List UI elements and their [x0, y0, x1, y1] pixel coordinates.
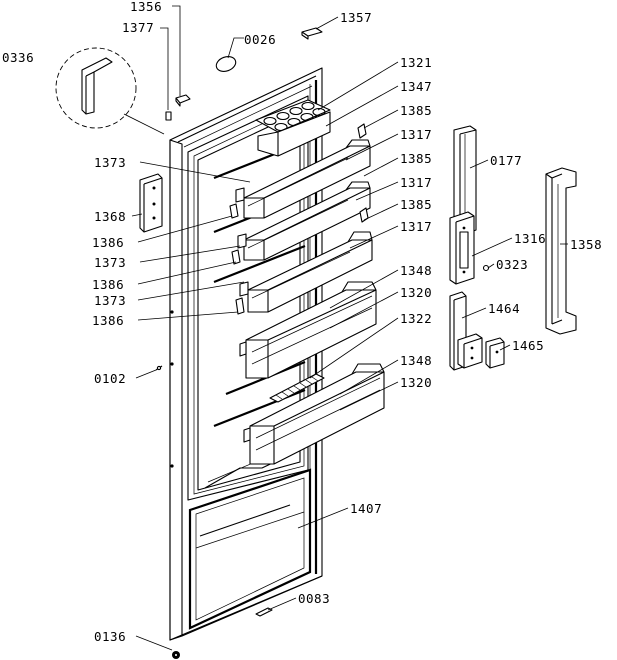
- label-1386-a: 1386: [92, 235, 124, 250]
- label-1358: 1358: [570, 237, 602, 252]
- part-1316-handle-bracket: [449, 211, 475, 285]
- label-1385-b: 1385: [400, 151, 432, 166]
- label-1317-a: 1317: [400, 127, 432, 142]
- label-1348-a: 1348: [400, 263, 432, 278]
- part-1464-lower-handle: [449, 291, 483, 371]
- part-0102-screw: [155, 365, 163, 371]
- label-1386-c: 1386: [92, 313, 124, 328]
- bottle-shelf-lower: [243, 363, 385, 465]
- part-1357-top-cap: [301, 27, 323, 40]
- label-1320-b: 1320: [400, 375, 432, 390]
- label-1373-b: 1373: [94, 255, 126, 270]
- part-1322-bottle-rack: [269, 373, 325, 403]
- label-1322: 1322: [400, 311, 432, 326]
- label-1373-c: 1373: [94, 293, 126, 308]
- label-1356: 1356: [130, 0, 162, 14]
- label-1316: 1316: [514, 231, 546, 246]
- label-1386-b: 1386: [92, 277, 124, 292]
- part-number-labels: 1356 1377 0336 0026 1357 1321 1347 1385 …: [2, 0, 602, 644]
- label-1317-c: 1317: [400, 219, 432, 234]
- part-0026-sticker: [215, 56, 237, 72]
- label-1357: 1357: [340, 10, 372, 25]
- label-0026: 0026: [244, 32, 276, 47]
- part-1358-long-handle: [545, 167, 577, 335]
- label-1368: 1368: [94, 209, 126, 224]
- label-0136: 0136: [94, 629, 126, 644]
- label-1373-a: 1373: [94, 155, 126, 170]
- part-0323-screw: [482, 264, 490, 272]
- label-1377: 1377: [122, 20, 154, 35]
- part-1465-clip: [485, 337, 505, 369]
- shelf-clips-upper: [229, 123, 367, 219]
- label-0323: 0323: [496, 257, 528, 272]
- door-shelf-lower: [247, 231, 373, 313]
- label-1385-c: 1385: [400, 197, 432, 212]
- leader-lines: [131, 5, 568, 651]
- label-1317-b: 1317: [400, 175, 432, 190]
- part-1368-bracket: [139, 173, 163, 233]
- label-0177: 0177: [490, 153, 522, 168]
- label-1321: 1321: [400, 55, 432, 70]
- label-1347: 1347: [400, 79, 432, 94]
- label-0083: 0083: [298, 591, 330, 606]
- bottle-shelf-upper: [239, 281, 377, 379]
- label-0336: 0336: [2, 50, 34, 65]
- part-0136-foot-screw: [172, 651, 180, 659]
- label-1385-a: 1385: [400, 103, 432, 118]
- label-1407: 1407: [350, 501, 382, 516]
- part-1347-egg-box: [257, 111, 331, 157]
- shelf-clips-lower: [235, 281, 249, 315]
- part-1356-hinge-cap: [175, 94, 191, 107]
- label-1320-a: 1320: [400, 285, 432, 300]
- label-1348-b: 1348: [400, 353, 432, 368]
- door-shelf-middle: [243, 181, 371, 261]
- door-shelf-upper: [243, 139, 371, 219]
- part-0336-detail-circle: [55, 47, 165, 135]
- label-0102: 0102: [94, 371, 126, 386]
- label-1465: 1465: [512, 338, 544, 353]
- shelf-clips-middle: [231, 207, 369, 265]
- part-1377-pin: [165, 111, 172, 121]
- label-1464: 1464: [488, 301, 520, 316]
